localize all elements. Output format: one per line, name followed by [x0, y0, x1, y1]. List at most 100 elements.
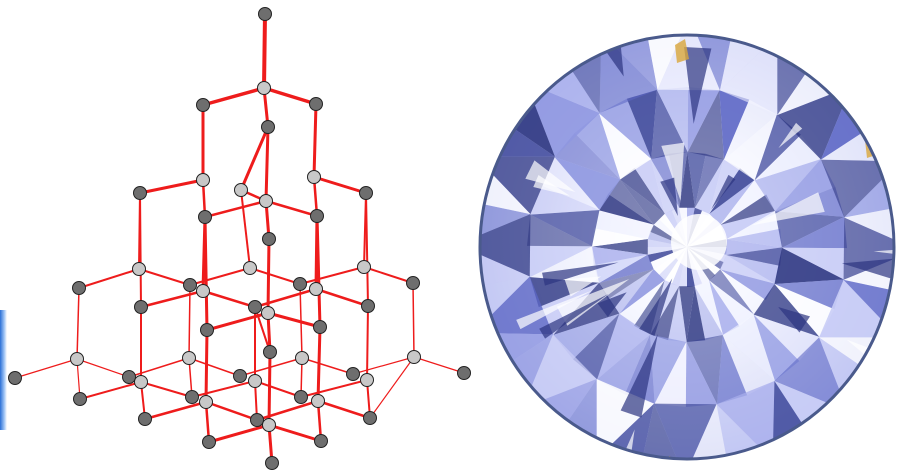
- gem-facet: [599, 210, 654, 240]
- lattice-bond: [316, 399, 372, 420]
- gem-facet: [564, 276, 602, 297]
- lattice-atom: [406, 276, 420, 290]
- lattice-atom: [346, 367, 360, 381]
- lattice-bond: [299, 266, 365, 285]
- gem-facet: [530, 210, 600, 247]
- gem-facet: [539, 157, 600, 211]
- lattice-atom: [262, 418, 276, 432]
- lattice-bond: [366, 305, 369, 381]
- lattice-bond: [312, 175, 368, 195]
- gem-facet: [592, 239, 648, 255]
- gem-facet: [675, 39, 689, 63]
- gem-facet: [722, 314, 775, 381]
- lattice-bond: [266, 237, 271, 315]
- lattice-bond: [204, 328, 209, 404]
- lattice-bond: [139, 289, 205, 309]
- gem-facet: [726, 239, 782, 255]
- lattice-bond: [312, 102, 318, 179]
- gem-facet: [709, 269, 754, 315]
- gem-facet: [573, 313, 620, 380]
- gem-facet: [626, 89, 657, 159]
- lattice-atom: [200, 323, 214, 337]
- gem-facet: [723, 99, 777, 160]
- gem-facet: [754, 134, 821, 181]
- lattice-atom: [307, 170, 321, 184]
- lattice-bond: [140, 381, 193, 398]
- gem-facet: [607, 269, 654, 314]
- lattice-atom: [407, 350, 421, 364]
- gem-facet: [599, 193, 654, 225]
- gem-facet: [639, 278, 673, 337]
- lattice-bond: [301, 357, 354, 375]
- gem-facet: [720, 210, 775, 240]
- gem-facet: [694, 159, 724, 214]
- lattice-atom: [138, 412, 152, 426]
- gem-facet: [599, 254, 654, 284]
- gem-facet: [597, 313, 651, 380]
- gem-facet: [592, 228, 648, 247]
- gem-facet: [726, 254, 781, 284]
- gem-highlight: [671, 214, 727, 270]
- gem-facet: [522, 334, 597, 408]
- lattice-atom: [259, 194, 273, 208]
- gem-facet: [619, 269, 665, 314]
- lattice-bond: [254, 380, 302, 398]
- lattice-bond: [363, 266, 414, 284]
- diamond-lattice-diagram: [8, 7, 471, 470]
- gem-facet: [525, 160, 576, 192]
- gem-facet: [620, 167, 665, 214]
- lattice-atom: [182, 351, 196, 365]
- gem-facet: [687, 90, 724, 160]
- lattice-atom: [122, 370, 136, 384]
- lattice-atom: [73, 392, 87, 406]
- gem-facet: [661, 142, 685, 201]
- gem-facet: [687, 152, 706, 208]
- lattice-bond: [143, 400, 208, 421]
- lattice-bond: [239, 125, 270, 192]
- lattice-atom: [196, 98, 210, 112]
- gem-facet: [650, 334, 687, 404]
- gem-facet: [554, 133, 621, 180]
- lattice-atom: [262, 232, 276, 246]
- gem-facet: [651, 89, 688, 159]
- lattice-atom: [248, 374, 262, 388]
- lattice-bond: [79, 381, 142, 400]
- lattice-atom: [250, 413, 264, 427]
- lattice-atom: [360, 373, 374, 387]
- gem-facet: [720, 194, 775, 225]
- gem-facet: [720, 180, 767, 225]
- lattice-bond: [188, 357, 241, 377]
- gem-facet: [709, 280, 740, 335]
- gem-facet: [774, 337, 848, 412]
- lattice-bond: [207, 423, 271, 444]
- lattice-atom: [261, 120, 275, 134]
- lattice-atom: [258, 7, 272, 21]
- lattice-bond: [201, 289, 257, 309]
- lattice-atom: [314, 434, 328, 448]
- gem-facet: [599, 113, 652, 180]
- gem-facet: [608, 179, 654, 225]
- lattice-bond: [262, 12, 267, 90]
- gem-facet: [720, 269, 766, 315]
- gem-facet: [619, 280, 665, 326]
- lattice-atom: [361, 299, 375, 313]
- lattice-atom: [294, 390, 308, 404]
- gem-facet: [717, 335, 748, 405]
- lattice-bond: [240, 189, 251, 269]
- gem-facet: [781, 216, 847, 249]
- gem-facet: [686, 286, 706, 342]
- gem-facet: [554, 157, 621, 211]
- lattice-atom: [313, 320, 327, 334]
- lattice-bond: [299, 283, 303, 359]
- gem-facet: [844, 161, 894, 218]
- lattice-atom: [234, 183, 248, 197]
- gem-facet: [668, 286, 687, 342]
- gem-facet: [480, 276, 530, 333]
- lattice-atom: [359, 186, 373, 200]
- gem-facet: [711, 174, 736, 210]
- lattice-atom: [132, 262, 146, 276]
- gem-facet: [480, 156, 531, 215]
- lattice-bond: [369, 356, 415, 419]
- gem-facet: [751, 192, 825, 226]
- gem-facet: [597, 292, 627, 318]
